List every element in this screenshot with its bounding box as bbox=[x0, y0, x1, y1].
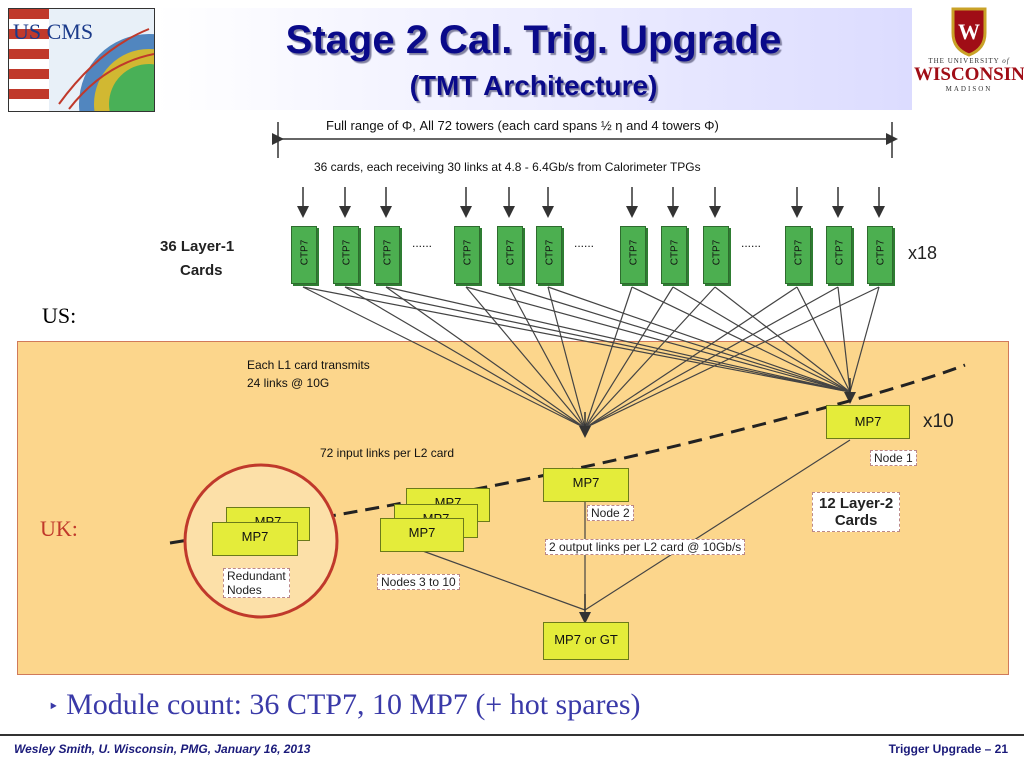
us-label: US: bbox=[42, 303, 77, 328]
uw-logo: W THE UNIVERSITY of WISCONSIN MADISON bbox=[914, 5, 1024, 110]
title-band bbox=[155, 8, 912, 110]
ctp7-card: CTP7 bbox=[661, 226, 687, 284]
mp7-node2: MP7 bbox=[543, 468, 629, 502]
x10-label: x10 bbox=[923, 411, 954, 432]
footer-left: Wesley Smith, U. Wisconsin, PMG, January… bbox=[14, 742, 311, 756]
footer-divider bbox=[0, 734, 1024, 736]
uk-label: UK: bbox=[40, 516, 78, 541]
uw-logo-line1: THE UNIVERSITY of bbox=[928, 57, 1010, 65]
uscms-logo-text: US CMS bbox=[13, 19, 94, 44]
svg-text:W: W bbox=[958, 19, 980, 44]
uw-logo-line2: WISCONSIN bbox=[914, 64, 1024, 85]
node2-label: Node 2 bbox=[587, 505, 634, 521]
dots: ...... bbox=[574, 236, 595, 250]
uw-crest-icon: W bbox=[951, 7, 987, 57]
ctp7-card: CTP7 bbox=[620, 226, 646, 284]
ctp7-card: CTP7 bbox=[454, 226, 480, 284]
input-links-label: 72 input links per L2 card bbox=[320, 446, 455, 460]
layer1-label-1: 36 Layer-1 bbox=[160, 238, 235, 255]
ctp7-card: CTP7 bbox=[291, 226, 317, 284]
dots: ...... bbox=[741, 236, 762, 250]
redundant-label: Redundant Nodes bbox=[223, 568, 290, 598]
page-subtitle: (TMT Architecture) bbox=[409, 70, 658, 101]
layer1-label-2: Cards bbox=[180, 262, 223, 279]
ctp7-card: CTP7 bbox=[333, 226, 359, 284]
x18-label: x18 bbox=[908, 243, 938, 263]
ctp7-card: CTP7 bbox=[826, 226, 852, 284]
page-title: Stage 2 Cal. Trig. Upgrade bbox=[285, 18, 782, 62]
ctp7-card: CTP7 bbox=[703, 226, 729, 284]
ctp7-card: CTP7 bbox=[497, 226, 523, 284]
cards-label: 36 cards, each receiving 30 links at 4.8… bbox=[314, 160, 701, 174]
node1-label: Node 1 bbox=[870, 450, 917, 466]
ctp7-card: CTP7 bbox=[785, 226, 811, 284]
mp7-node1: MP7 bbox=[826, 405, 910, 439]
bullet-text: Module count: 36 CTP7, 10 MP7 (+ hot spa… bbox=[66, 688, 641, 721]
bullet-marker: ‣ bbox=[48, 696, 59, 717]
mp7-redundant-card: MP7 bbox=[212, 522, 298, 556]
mp7-or-gt: MP7 or GT bbox=[543, 622, 629, 660]
each-l1-label-1: Each L1 card transmits bbox=[247, 358, 370, 372]
uw-logo-line3: MADISON bbox=[945, 85, 993, 93]
layer2-label: 12 Layer-2 Cards bbox=[812, 492, 901, 532]
each-l1-label-2: 24 links @ 10G bbox=[247, 376, 330, 390]
footer-right: Trigger Upgrade – 21 bbox=[888, 742, 1008, 756]
mp7-stack-card: MP7 bbox=[380, 518, 464, 552]
range-label: Full range of Φ, All 72 towers (each car… bbox=[326, 118, 719, 133]
bullet-line: ‣ Module count: 36 CTP7, 10 MP7 (+ hot s… bbox=[48, 688, 641, 722]
dots: ...... bbox=[412, 236, 433, 250]
ctp7-card: CTP7 bbox=[374, 226, 400, 284]
nodes3-10-label: Nodes 3 to 10 bbox=[377, 574, 460, 590]
ctp7-card: CTP7 bbox=[867, 226, 893, 284]
ctp7-card: CTP7 bbox=[536, 226, 562, 284]
uscms-logo: US CMS bbox=[8, 8, 155, 112]
output-links-label: 2 output links per L2 card @ 10Gb/s bbox=[545, 539, 746, 555]
